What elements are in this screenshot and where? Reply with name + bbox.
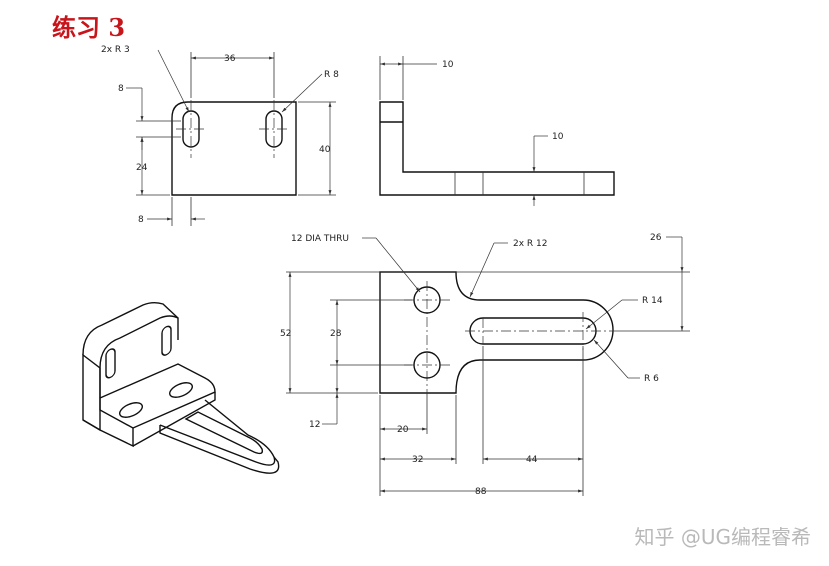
dim-44: 44 — [526, 455, 538, 465]
dim-12-bottom: 12 — [309, 420, 320, 430]
dim-24: 24 — [136, 163, 148, 173]
dim-36: 36 — [224, 54, 236, 64]
watermark: 知乎 @UG编程睿希 — [634, 525, 812, 549]
dim-32: 32 — [412, 455, 423, 465]
front-view: 12 DIA THRU 2x R 12 26 R 14 R 6 — [280, 233, 690, 497]
dim-2x-r12: 2x R 12 — [513, 239, 547, 249]
side-view: 10 10 — [379, 56, 615, 206]
isometric-view — [82, 302, 280, 474]
dim-20: 20 — [397, 425, 409, 435]
dim-10-base: 10 — [552, 132, 564, 142]
dim-8-bottom: 8 — [138, 215, 144, 225]
dim-r8: R 8 — [324, 70, 339, 80]
exercise-title: 练习 3 — [52, 13, 126, 42]
dim-26: 26 — [650, 233, 662, 243]
dim-12-dia-thru: 12 DIA THRU — [291, 234, 349, 244]
dim-10-top: 10 — [442, 60, 454, 70]
top-view: 36 2x R 3 R 8 40 8 24 — [101, 45, 339, 226]
dim-r6: R 6 — [644, 374, 659, 384]
dim-52: 52 — [280, 329, 291, 339]
dim-8-left: 8 — [118, 84, 124, 94]
dim-r14: R 14 — [642, 296, 663, 306]
dim-88: 88 — [475, 487, 487, 497]
dim-40: 40 — [319, 145, 331, 155]
dim-28: 28 — [330, 329, 342, 339]
dim-2x-r3: 2x R 3 — [101, 45, 130, 55]
